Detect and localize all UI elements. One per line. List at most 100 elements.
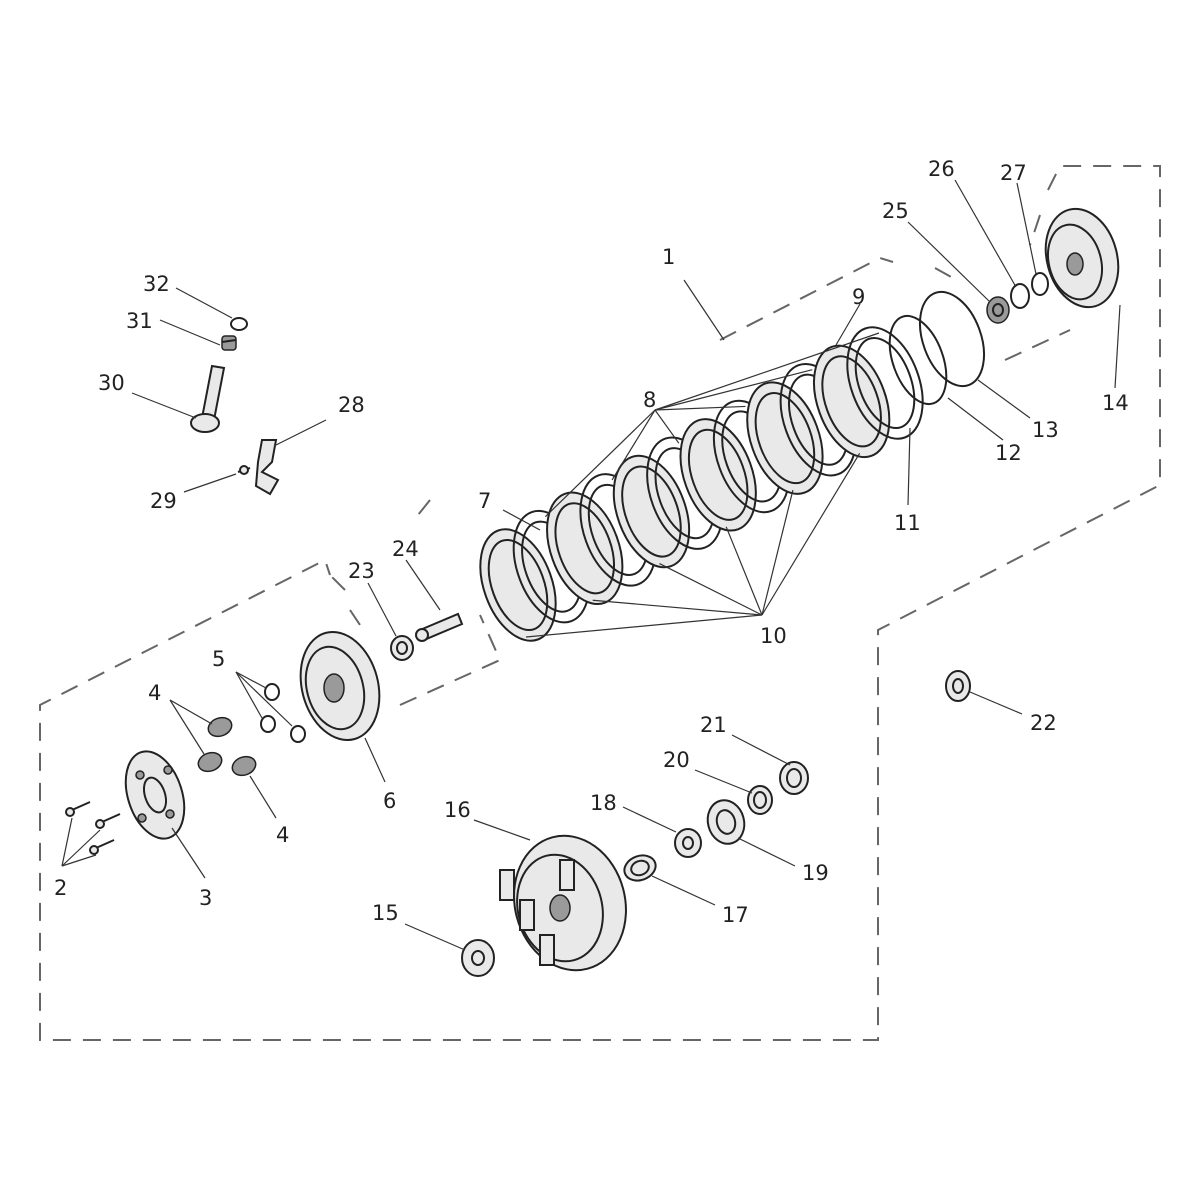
friction-plate: [746, 381, 824, 495]
bearing-25: [986, 296, 1010, 324]
plate-inner-edge: [854, 336, 916, 430]
plate-outer-rim: [546, 491, 624, 606]
leader-20: [694, 769, 753, 794]
leaders-8: [544, 332, 880, 518]
plate-outer-rim: [679, 418, 757, 532]
bush-21: [779, 761, 809, 795]
washer-27: [1031, 272, 1049, 296]
clutch-plate-pack: [479, 326, 924, 642]
springs-4: [197, 716, 257, 777]
callout-20: 20: [663, 748, 690, 772]
callout-7: 7: [478, 489, 491, 513]
callout-30: 30: [98, 371, 125, 395]
circlip-32: [230, 317, 248, 331]
callout-19: 19: [802, 861, 829, 885]
bush-17: [623, 854, 657, 882]
bolts-2: [65, 801, 121, 855]
plain-plate: [846, 326, 924, 440]
leader-13: [977, 379, 1031, 419]
plate-inner-edge: [754, 392, 816, 485]
plate-inner-edge: [687, 428, 749, 521]
release-shaft-30: [190, 364, 226, 433]
callout-5: 5: [212, 647, 225, 671]
spring-washer-12: [888, 314, 948, 406]
leader-2c: [61, 829, 101, 867]
outer-basket-gear-14: [1044, 207, 1120, 309]
plate-outer-rim: [746, 381, 824, 495]
pressure-plate-boundary: [1004, 214, 1071, 361]
callout-26: 26: [928, 157, 955, 181]
leader-10-branch: [761, 489, 794, 616]
bush-20: [747, 785, 773, 815]
bracket-28: [254, 439, 280, 496]
leader-24: [405, 559, 441, 611]
callout-18: 18: [590, 791, 617, 815]
callout-13: 13: [1032, 418, 1059, 442]
leader-15: [404, 923, 466, 951]
callout-2: 2: [54, 876, 67, 900]
callout-22: 22: [1030, 711, 1057, 735]
callout-29: 29: [150, 489, 177, 513]
leader-10-branch: [725, 526, 763, 616]
leader-lines: [61, 179, 1121, 951]
bearing-18: [674, 828, 702, 858]
leader-17: [651, 875, 716, 906]
callout-28: 28: [338, 393, 365, 417]
leader-11: [907, 427, 911, 506]
leaders-10: [525, 453, 861, 638]
leader-21: [731, 734, 791, 766]
leader-25: [907, 221, 991, 303]
callout-14: 14: [1102, 391, 1129, 415]
leader-31: [159, 319, 221, 346]
bolt-29: [237, 465, 251, 475]
leader-32: [175, 287, 233, 319]
plate-outer-rim: [813, 344, 891, 459]
washers-5: [260, 683, 306, 743]
leader-8-branch: [654, 332, 880, 411]
leader-10-branch: [761, 453, 861, 616]
callout-8: 8: [643, 388, 656, 412]
plate-outer-rim: [479, 528, 557, 642]
leader-29: [183, 473, 237, 493]
callout-17: 17: [722, 903, 749, 927]
wire-ring-13: [919, 290, 985, 388]
callout-15: 15: [372, 901, 399, 925]
leader-2a: [61, 817, 73, 867]
thrust-washer-15: [461, 939, 495, 977]
collar-19: [706, 799, 746, 845]
plate-inner-edge: [621, 465, 682, 558]
callout-3: 3: [199, 886, 212, 910]
friction-plate: [546, 491, 624, 606]
leader-4c: [249, 775, 277, 819]
spring-plate-3: [124, 750, 186, 840]
callout-4a: 4: [148, 681, 161, 705]
pressure-plate-6: [299, 630, 381, 742]
pushrod-24: [415, 612, 464, 642]
callout-27: 27: [1000, 161, 1027, 185]
leader-16: [473, 819, 531, 841]
callout-9: 9: [852, 285, 865, 309]
leader-10-branch: [525, 614, 763, 638]
leader-5c: [235, 671, 293, 727]
plate-inner-edge: [554, 502, 615, 595]
bearing-23: [390, 635, 414, 661]
leader-22: [969, 691, 1023, 715]
leader-8-branch: [654, 369, 813, 411]
leader-1: [683, 279, 725, 341]
leader-12: [947, 397, 1004, 441]
leader-8-branch: [654, 409, 680, 444]
leader-6: [364, 737, 386, 783]
leader-14: [1114, 304, 1121, 389]
plate-outer-rim: [846, 326, 924, 440]
leader-28: [273, 419, 327, 447]
leader-27: [1016, 182, 1037, 275]
callout-numbers: 1 2 3 4 4 5 6 7 8 9 10 11 12 13 14 15 16…: [54, 157, 1129, 927]
leader-26: [954, 179, 1017, 288]
friction-plate: [813, 344, 891, 459]
leader-19: [737, 837, 796, 867]
inner-group-boundary: [329, 499, 502, 706]
leader-4b: [169, 699, 205, 755]
leader-4a: [169, 699, 213, 725]
spring-31: [221, 335, 237, 351]
